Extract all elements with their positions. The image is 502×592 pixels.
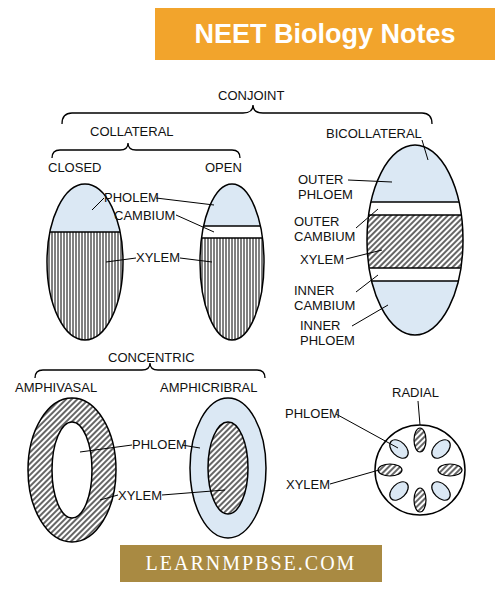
tissue-label: PHLOEM — [132, 437, 187, 452]
category-label: COLLATERAL — [90, 124, 174, 139]
open-collateral-bundle — [195, 180, 270, 344]
tissue-label: OUTER PHLOEM — [298, 172, 358, 202]
radial-bundle — [375, 425, 465, 515]
title-banner: NEET Biology Notes — [155, 8, 495, 60]
tissue-label: XYLEM — [300, 252, 344, 267]
tissue-label: XYLEM — [118, 488, 162, 503]
type-label: AMPHICRIBRAL — [160, 380, 258, 395]
tissue-label: PHLOEM — [285, 406, 340, 421]
tissue-label: XYLEM — [286, 477, 330, 492]
category-label: CONCENTRIC — [108, 350, 195, 365]
page-title: NEET Biology Notes — [194, 19, 455, 50]
type-label: RADIAL — [392, 385, 439, 400]
type-label: CLOSED — [48, 160, 101, 175]
amphivasal-bundle — [28, 398, 116, 542]
tissue-label: XYLEM — [136, 250, 180, 265]
watermark: LEARNMPBSE.COM — [146, 552, 357, 575]
tissue-label: INNER PHLOEM — [300, 318, 360, 348]
tissue-label: OUTER CAMBIUM — [294, 214, 366, 244]
category-label: BICOLLATERAL — [326, 126, 422, 141]
type-label: OPEN — [205, 160, 242, 175]
leader-line — [80, 140, 428, 500]
tissue-label: CAMBIUM — [114, 208, 175, 223]
amphicribral-bundle — [190, 398, 266, 538]
category-label: CONJOINT — [218, 88, 284, 103]
watermark-banner: LEARNMPBSE.COM — [120, 545, 382, 582]
bicollateral-bundle — [360, 140, 470, 341]
tissue-label: INNER CAMBIUM — [294, 283, 366, 313]
type-label: AMPHIVASAL — [15, 380, 97, 395]
tissue-label: PHOLEM — [104, 190, 159, 205]
